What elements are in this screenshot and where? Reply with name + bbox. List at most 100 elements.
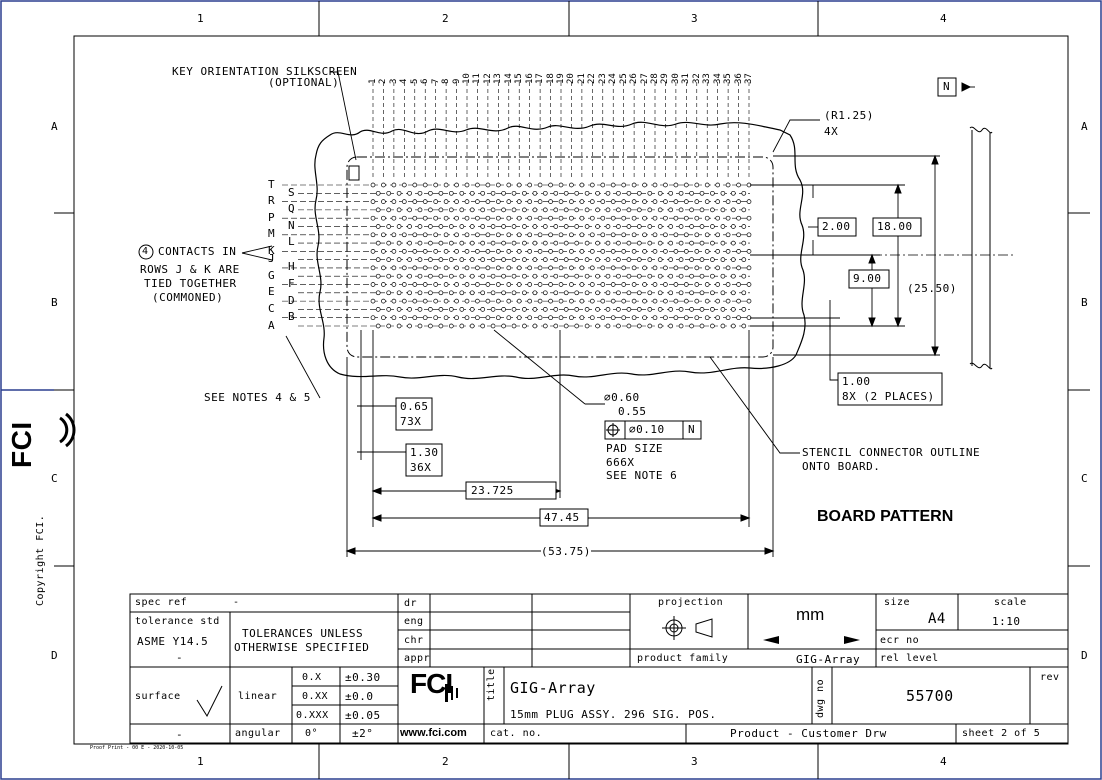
- pad: [610, 182, 616, 188]
- tolerances-note-2: OTHERWISE SPECIFIED: [234, 641, 370, 654]
- pad: [537, 249, 543, 254]
- pad: [736, 232, 741, 238]
- pad: [464, 215, 470, 221]
- pad: [480, 257, 486, 262]
- pad: [595, 290, 600, 296]
- pad: [741, 240, 747, 246]
- pad: [516, 215, 522, 221]
- appr-label: appr: [404, 653, 431, 664]
- pad: [657, 224, 663, 229]
- stencil-note-2: ONTO BOARD.: [802, 460, 881, 473]
- pad: [730, 207, 736, 213]
- pad: [589, 282, 595, 287]
- pad: [610, 315, 616, 321]
- pad: [652, 298, 658, 304]
- pad: [495, 232, 501, 238]
- pad: [417, 307, 423, 312]
- pad: [616, 323, 621, 329]
- pad: [375, 190, 381, 196]
- pad: [412, 265, 418, 271]
- pad: [506, 215, 512, 221]
- pad: [610, 265, 616, 271]
- pad: [501, 290, 506, 296]
- pad: [537, 215, 543, 221]
- pad: [610, 199, 616, 204]
- pad: [683, 249, 689, 254]
- pad: [636, 290, 642, 296]
- pad: [579, 182, 585, 188]
- dim-0-65-qty: 73X: [400, 415, 422, 428]
- column-number: 25: [618, 73, 629, 84]
- column-number: 14: [503, 73, 514, 84]
- website-link[interactable]: www.fci.com: [400, 727, 467, 739]
- pad: [516, 232, 522, 238]
- pad: [375, 224, 381, 229]
- pad: [626, 190, 632, 196]
- pad: [595, 240, 600, 246]
- pad: [469, 273, 475, 279]
- pad: [589, 215, 595, 221]
- pad: [433, 249, 439, 254]
- pad: [558, 315, 564, 321]
- pad: [438, 273, 444, 279]
- pad: [506, 265, 512, 271]
- row-letter: F: [288, 277, 296, 290]
- pad: [475, 315, 480, 321]
- pad: [485, 265, 491, 271]
- pad: [443, 232, 449, 238]
- pad: [563, 240, 569, 246]
- datum-n: N: [943, 80, 951, 93]
- pad: [736, 298, 741, 304]
- pad: [381, 282, 386, 287]
- pad: [542, 307, 548, 312]
- pad: [569, 282, 574, 287]
- row-letter: D: [288, 294, 296, 307]
- pad: [495, 315, 501, 321]
- pad: [605, 190, 611, 196]
- pad: [689, 207, 694, 213]
- zone-col-2-bottom: 2: [442, 755, 450, 768]
- dimension-boxes: [395, 77, 957, 527]
- pad: [647, 190, 653, 196]
- row-letter: J: [268, 252, 276, 265]
- pad: [459, 207, 465, 213]
- pad: [642, 315, 647, 321]
- row-letter: H: [288, 260, 296, 273]
- pad: [563, 190, 569, 196]
- pad: [657, 290, 663, 296]
- tol-row-2-key: 0.XX: [302, 691, 329, 702]
- pad: [375, 307, 381, 312]
- pad: [370, 199, 376, 204]
- pad: [454, 232, 459, 238]
- pad: [537, 282, 543, 287]
- pad: [422, 232, 428, 238]
- pad: [616, 257, 621, 262]
- column-number: 1: [368, 78, 378, 84]
- pad: [532, 273, 538, 279]
- pad: [657, 307, 663, 312]
- pad: [704, 232, 710, 238]
- cat-no-label: cat. no.: [490, 728, 543, 739]
- pad: [673, 282, 679, 287]
- pad: [595, 323, 600, 329]
- pad: [417, 224, 423, 229]
- pad: [730, 240, 736, 246]
- pad: [527, 282, 533, 287]
- zone-col-4-bottom: 4: [940, 755, 948, 768]
- pad: [391, 315, 397, 321]
- pad: [663, 315, 668, 321]
- scale-value: 1:10: [992, 615, 1021, 628]
- pad: [652, 265, 658, 271]
- pad: [553, 257, 559, 262]
- pad: [569, 215, 574, 221]
- pad: [605, 224, 611, 229]
- column-number: 27: [639, 73, 650, 84]
- pad: [396, 290, 402, 296]
- pad: [746, 298, 752, 304]
- zone-row-a-right: A: [1081, 120, 1089, 133]
- pad: [683, 232, 689, 238]
- note-4-circle: [138, 244, 154, 260]
- product-family-value: GIG-Array: [796, 653, 861, 666]
- column-number: 16: [524, 73, 535, 84]
- pad: [475, 282, 480, 287]
